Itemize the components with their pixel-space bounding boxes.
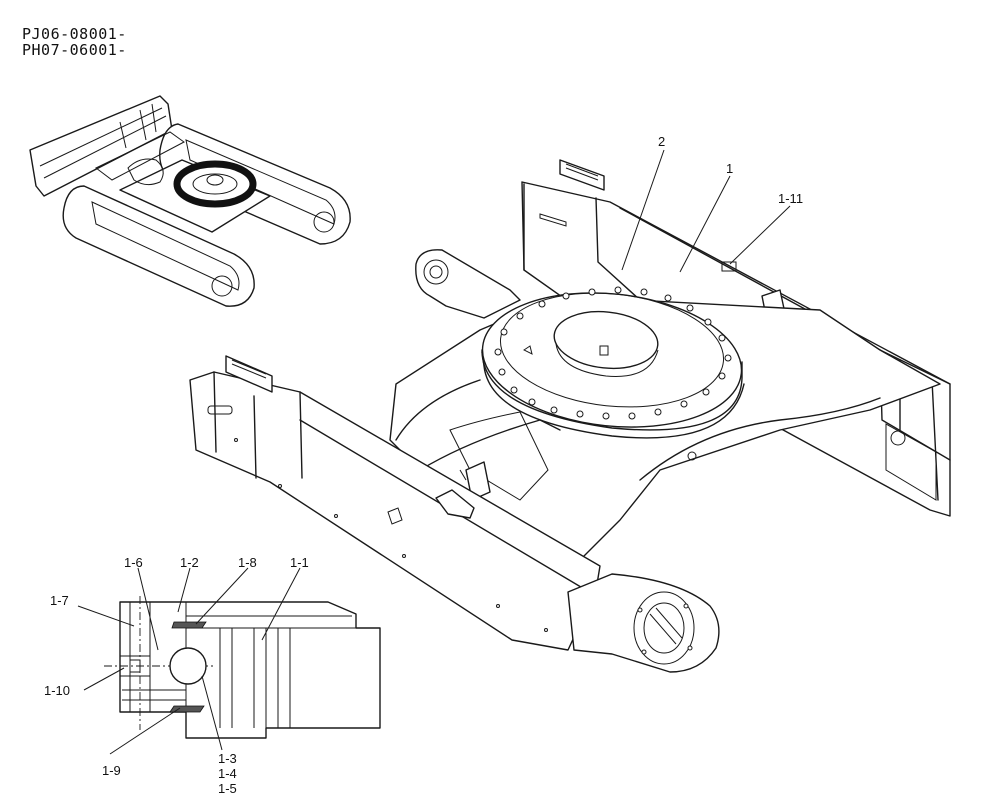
detail-leaders xyxy=(77,567,301,755)
bearing-bolts xyxy=(494,286,732,420)
serial-range-2: PH07-06001- xyxy=(22,41,127,59)
bearing-section-detail xyxy=(104,596,381,739)
callout-1-7: 1-7 xyxy=(50,593,69,608)
callout-1-2: 1-2 xyxy=(180,555,199,570)
main-leaders xyxy=(621,149,791,273)
callout-1-8: 1-8 xyxy=(238,555,257,570)
callout-1-5: 1-5 xyxy=(218,781,237,796)
undercarriage-overview xyxy=(29,95,351,307)
callout-1-11: 1-11 xyxy=(778,191,804,206)
callout-1-4: 1-4 xyxy=(218,766,237,781)
serial-range-1: PJ06-08001- xyxy=(22,25,127,43)
callout-1-3: 1-3 xyxy=(218,751,237,766)
callout-1-10: 1-10 xyxy=(44,683,71,698)
callout-1-9: 1-9 xyxy=(102,763,121,778)
callout-1-6: 1-6 xyxy=(124,555,143,570)
callout-1: 1 xyxy=(726,161,734,176)
swing-bearing xyxy=(481,286,745,439)
callout-2: 2 xyxy=(658,134,666,149)
callout-1-1: 1-1 xyxy=(290,555,309,570)
